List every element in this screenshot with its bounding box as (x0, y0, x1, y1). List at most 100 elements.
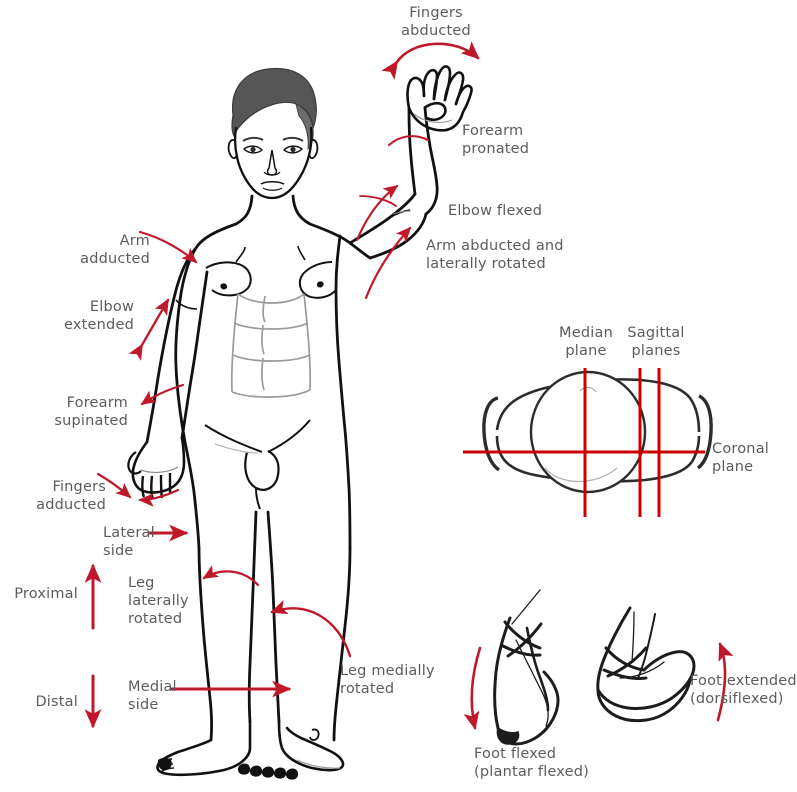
left-foot-outline (156, 720, 252, 777)
left-pectoral (205, 261, 252, 297)
right-foot-outline (277, 720, 345, 772)
right-inguinal-line (267, 419, 311, 453)
arrow-elbow-flexed-tail (359, 195, 397, 207)
left-arm-outer (145, 246, 198, 444)
right-thumb (423, 101, 447, 122)
left-nipple (220, 283, 228, 290)
arrow-elbow-extended (128, 298, 170, 361)
planes-diagram-group (463, 368, 713, 517)
label-sagittal-planes: Sagittal planes (627, 325, 685, 359)
arrow-elbow-flexed (355, 184, 399, 242)
arrow-fingers-abducted (381, 41, 480, 80)
dorsi-foot-straps (602, 646, 648, 680)
label-leg-laterally-rotated: Leg laterally rotated (128, 575, 189, 627)
label-foot-flexed: Foot flexed (plantar flexed) (474, 746, 590, 780)
right-forearm-inner (407, 106, 417, 196)
left-eyebrow (242, 136, 264, 142)
label-lateral-side: Lateral side (103, 525, 155, 559)
dorsi-foot-sole (596, 678, 692, 723)
right-palm-crease (413, 113, 453, 124)
arrow-foot-flexed (463, 646, 482, 731)
right-palm-outline (407, 107, 465, 132)
label-forearm-pronated: Forearm pronated (462, 123, 530, 157)
torso-outline-left (174, 194, 254, 550)
genital-outline (244, 450, 280, 491)
nose (266, 149, 278, 176)
right-leg-outer (332, 546, 352, 742)
left-chest-upper (235, 246, 246, 263)
right-foot-arch (296, 759, 341, 769)
feet-annotation-arrows (463, 642, 734, 731)
left-leg-outer (197, 546, 214, 742)
dorsi-foot-shin-outer (596, 606, 632, 692)
section-right-arm-cap (696, 394, 713, 470)
hair-shape (231, 67, 317, 138)
arrow-fingers-adducted-right (138, 488, 180, 507)
torso-outline-right-shoulder (291, 194, 372, 260)
left-elbow-crease (175, 299, 198, 310)
arrow-leg-laterally-rotated (202, 565, 260, 587)
right-chest-upper (297, 245, 306, 261)
left-thumb (127, 451, 142, 475)
mouth-lower (262, 187, 283, 191)
right-arm-shade (392, 210, 412, 215)
section-trunk-top-notch (579, 386, 597, 393)
label-foot-extended: Foot extended (dorsiflexed) (690, 673, 797, 707)
label-coronal-plane: Coronal plane (712, 441, 770, 475)
arrow-forearm-supinated (140, 383, 185, 406)
arrow-arm-abducted (364, 226, 412, 300)
right-hand-outline (406, 76, 426, 109)
label-fingers-adducted: Fingers adducted (36, 479, 106, 513)
right-ear (308, 139, 319, 160)
mouth-upper (260, 180, 285, 185)
left-inguinal-line (204, 424, 263, 453)
torso-outline-right (334, 234, 352, 550)
right-pectoral (298, 261, 337, 299)
label-elbow-extended: Elbow extended (64, 299, 134, 333)
right-elbow-outline (423, 106, 439, 216)
plantar-foot-toe-block (496, 726, 520, 745)
section-body-outline (495, 378, 701, 433)
right-nipple (316, 281, 324, 288)
nostril-line (263, 171, 281, 176)
label-leg-medially-rotated: Leg medially rotated (340, 663, 435, 697)
left-pupil (250, 146, 256, 153)
plantar-leg-line (511, 589, 541, 625)
plantar-foot-straps (501, 620, 543, 658)
arrow-arm-adducted (138, 230, 198, 264)
arrow-leg-medially-rotated (270, 600, 352, 658)
left-hand-outline (131, 436, 186, 494)
body-figure-group (127, 65, 473, 780)
left-big-toe-nail (157, 757, 172, 771)
plantar-foot-shin-outer (493, 616, 512, 730)
left-hand-palm-shade (140, 466, 179, 473)
label-arm-abducted-laterally-rotated: Arm abducted and laterally rotated (426, 238, 564, 272)
left-leg-inner (247, 510, 258, 724)
head-outline (234, 126, 313, 200)
right-elbow-crease (388, 209, 411, 219)
label-distal: Distal (35, 694, 78, 710)
abdominal-muscles (230, 293, 312, 398)
section-trunk-shade (544, 467, 618, 483)
dorsi-foot-ankle-line (631, 611, 635, 663)
right-ankle-mark (309, 728, 320, 741)
left-arm-inner (180, 270, 209, 440)
label-median-plane: Median plane (559, 325, 613, 359)
label-elbow-flexed: Elbow flexed (448, 203, 543, 219)
feet-diagram-group (493, 589, 696, 746)
label-fingers-abducted: Fingers abducted (401, 5, 471, 39)
right-arm-lower-outline (368, 212, 428, 260)
arrow-forearm-pronated (387, 135, 430, 147)
label-medial-side: Medial side (128, 679, 177, 713)
section-trunk-ellipse (529, 370, 647, 494)
right-pupil (290, 146, 296, 153)
label-arm-adducted: Arm adducted (80, 233, 150, 267)
label-forearm-supinated: Forearm supinated (54, 395, 128, 429)
genital-line (255, 487, 261, 510)
arrow-foot-extended (716, 642, 734, 722)
label-proximal: Proximal (14, 586, 78, 602)
arrow-fingers-adducted-left (96, 472, 132, 499)
right-eyebrow (282, 136, 304, 142)
annotation-arrows (84, 41, 480, 729)
